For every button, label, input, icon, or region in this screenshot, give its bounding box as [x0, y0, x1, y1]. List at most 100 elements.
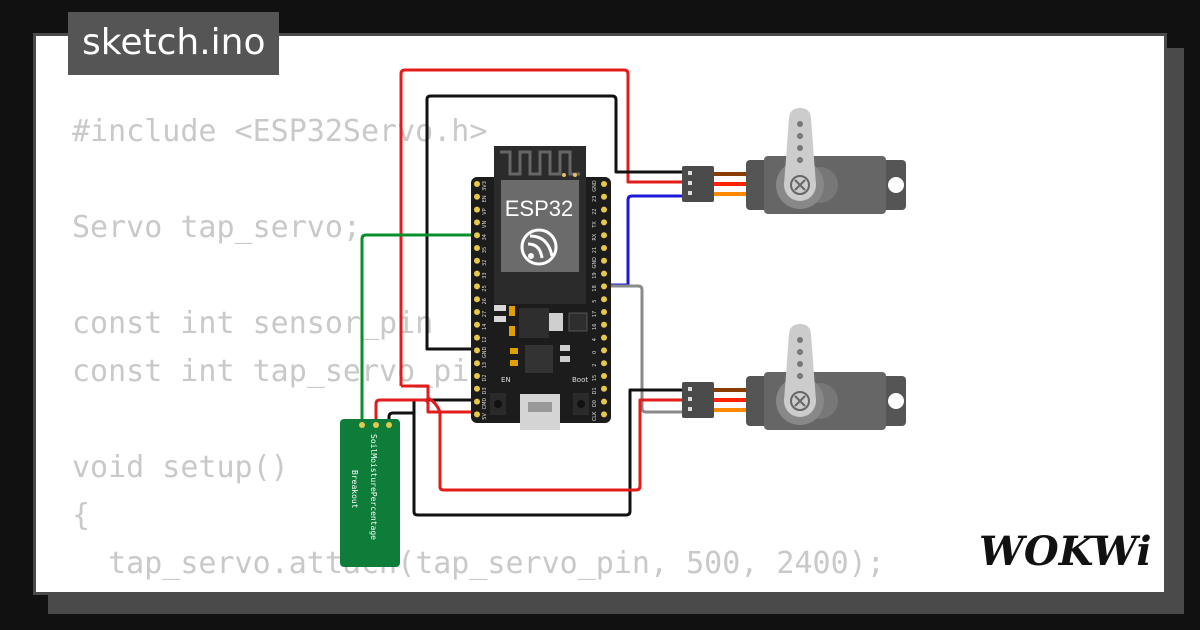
pin-label: 32: [482, 260, 488, 266]
pin-label: 33: [482, 272, 488, 278]
pin-label: 13: [482, 362, 488, 368]
pin-label: D3: [482, 387, 488, 394]
pin-dot: [601, 296, 607, 303]
pin-dot: [474, 245, 480, 251]
pin-label: 34: [482, 234, 488, 240]
pin-label: 22: [592, 208, 598, 214]
en-button[interactable]: [490, 393, 506, 415]
antenna-icon: [500, 150, 580, 176]
pin-label: 12: [482, 336, 488, 342]
pin-label: 2: [592, 364, 598, 367]
pin-dot: [474, 232, 480, 239]
pin-label: 4: [592, 338, 598, 341]
wire-black-top: [425, 94, 683, 351]
esp32-board[interactable]: ESP32 3V3ENVPVN343532332526271412GND13D2…: [471, 146, 611, 430]
pin-dot: [474, 257, 480, 264]
wire-black-bottom: [412, 388, 683, 517]
pin-label: GND: [592, 257, 598, 269]
wire-red-sensor: [374, 398, 477, 425]
logo-text: WOKWi: [979, 528, 1152, 575]
pin-dot: [474, 321, 480, 328]
pin-label: TX: [592, 221, 598, 229]
sensor-label: Breakout: [350, 470, 359, 509]
pin-dot: [601, 193, 607, 200]
pin-dot: [601, 232, 607, 239]
wire-red-top: [399, 68, 683, 386]
pin-label: GND: [592, 180, 598, 192]
pin-label: 16: [592, 324, 598, 330]
pin-dot: [474, 334, 480, 341]
wire-blue-signal: [604, 194, 683, 287]
boot-button[interactable]: [573, 393, 589, 415]
pin-label: 0: [592, 351, 598, 354]
pin-dot: [474, 347, 480, 354]
pin-label: 5: [592, 300, 598, 303]
pin-dot: [474, 411, 480, 418]
pin-label: RX: [592, 233, 598, 240]
boot-label: Boot: [572, 376, 588, 384]
espressif-logo-icon: [520, 228, 558, 266]
wires: [360, 68, 683, 517]
pin-dot: [474, 193, 480, 200]
sensor-label: SoilMoisturePercentage: [369, 434, 378, 540]
wire-gray-signal: [604, 284, 683, 414]
left-pin-header: 3V3ENVPVN343532332526271412GND13D2D3CMD5…: [474, 181, 488, 420]
pin-dot: [601, 373, 607, 379]
pin-label: D1: [592, 387, 598, 394]
wire-black-sensor: [387, 411, 415, 425]
file-tab[interactable]: sketch.ino: [68, 12, 280, 75]
pin-dot: [474, 360, 480, 367]
pin-dot: [601, 245, 607, 251]
servo-bottom[interactable]: [682, 324, 906, 430]
pin-label: 5V: [482, 413, 488, 420]
wire-green-sensor: [360, 233, 477, 425]
pin-dot: [601, 398, 607, 405]
pin-dot: [601, 385, 607, 392]
pin-label: 15: [592, 375, 598, 381]
wire-red-bottom: [401, 384, 683, 492]
servo-top[interactable]: [682, 108, 906, 214]
code-line: #include <ESP32Servo.h>: [72, 114, 488, 149]
pin-label: 14: [482, 324, 488, 330]
pin-dot: [474, 270, 480, 277]
pin-dot: [474, 385, 480, 392]
code-line: Servo tap_servo;: [72, 210, 361, 245]
soil-moisture-sensor[interactable]: SoilMoisturePercentage Breakout: [340, 419, 400, 567]
wokwi-logo: WOKWi: [979, 528, 1152, 575]
pin-dot: [601, 270, 607, 277]
pin-label: 19: [592, 272, 598, 278]
pin-dot: [474, 181, 480, 187]
code-line: void setup(): [72, 450, 289, 485]
pin-label: 25: [482, 285, 488, 291]
pin-dot: [601, 257, 607, 264]
pin-dot: [601, 181, 607, 187]
pin-label: GND: [482, 347, 488, 359]
pin-dot: [601, 219, 607, 226]
pin-dot: [601, 360, 607, 367]
pin-dot: [601, 334, 607, 341]
module-shield: [501, 180, 579, 272]
usb-port: [520, 394, 560, 430]
pin-label: 17: [592, 311, 598, 317]
pin-label: 3V3: [482, 181, 488, 191]
pin-label: CMD: [482, 398, 488, 410]
pin-dot: [601, 283, 607, 290]
pin-dot: [601, 309, 607, 315]
code-line: const int sensor_pin: [72, 306, 434, 341]
pin-dot: [474, 219, 480, 226]
board-label: ESP32: [505, 196, 574, 221]
pin-label: 21: [592, 247, 598, 253]
pin-label: VP: [482, 208, 488, 214]
pin-label: D2: [482, 374, 488, 381]
board-components: [494, 305, 588, 373]
pin-dot: [601, 206, 607, 213]
pin-label: 26: [482, 298, 488, 304]
pin-label: D0: [592, 400, 598, 407]
pin-label: 18: [592, 285, 598, 291]
pin-dot: [474, 296, 480, 303]
code-line: {: [72, 498, 91, 533]
pin-label: EN: [482, 195, 488, 202]
pin-label: CLK: [592, 411, 598, 421]
